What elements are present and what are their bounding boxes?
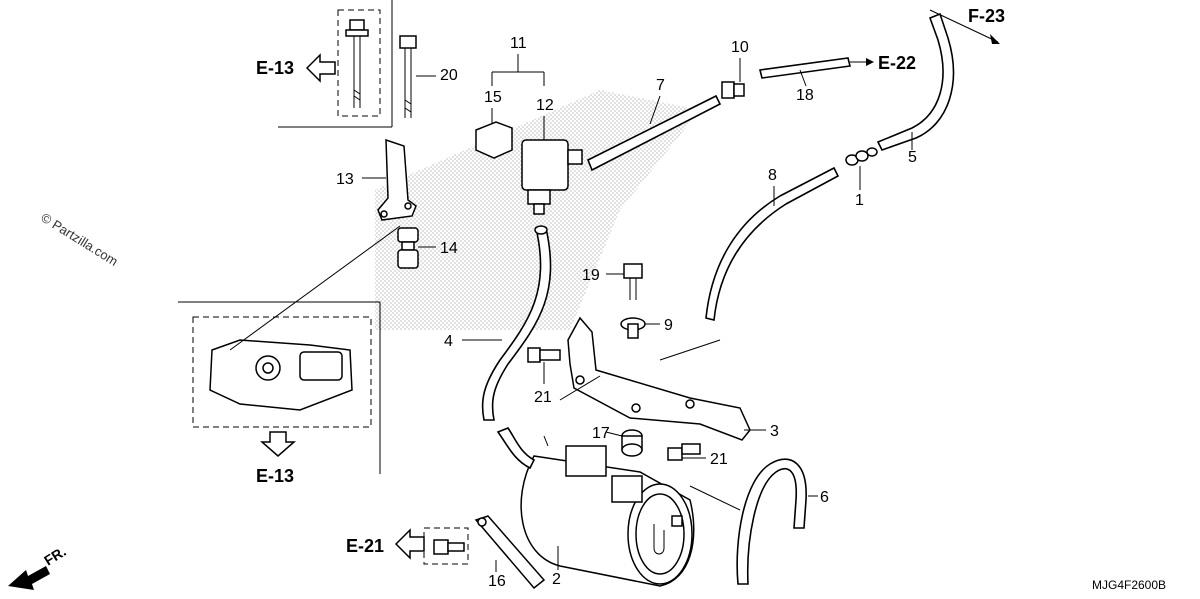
hose-5: 5 — [876, 12, 955, 166]
cap-15 — [475, 121, 513, 159]
watermark-text: © Partzilla.com — [38, 210, 120, 269]
label-group-11: 11 15 12 — [484, 35, 554, 140]
ref-e21: E-21 — [346, 536, 384, 556]
joint-1: 1 — [845, 147, 878, 209]
part-13-label: 13 — [336, 171, 354, 188]
ref-f23: F-23 — [968, 6, 1005, 26]
part-20-label: 20 — [440, 67, 458, 84]
part-8-label: 8 — [768, 167, 777, 184]
part-5-label: 5 — [908, 149, 917, 166]
part-3-label: 3 — [770, 423, 779, 440]
part-15-label: 15 — [484, 89, 502, 106]
canister-2: 2 — [496, 427, 695, 588]
bolt-21-left: 21 — [527, 347, 561, 406]
part-16-label: 16 — [488, 573, 506, 590]
front-direction-arrow: FR. — [8, 543, 69, 590]
bracket-16: 16 — [423, 515, 546, 590]
joint-10: 10 — [721, 39, 749, 99]
part-1-label: 1 — [855, 192, 864, 209]
collar-9: 9 — [620, 317, 673, 339]
part-21a-label: 21 — [534, 389, 552, 406]
e13-top-arrow: E-13 — [256, 53, 336, 83]
purge-valve-12 — [521, 139, 583, 215]
bolt-20: 20 — [399, 35, 458, 118]
hose-7: 7 — [586, 77, 722, 172]
hose-18: 18 E-22 — [759, 53, 916, 104]
inset-throttle-body — [178, 225, 401, 474]
part-11-label: 11 — [510, 35, 527, 52]
bolt-21-right: 21 — [667, 443, 728, 468]
part-14-label: 14 — [440, 240, 458, 257]
part-9-label: 9 — [664, 317, 673, 334]
inset-bolt-detail — [278, 0, 393, 128]
ref-e13-top: E-13 — [256, 58, 294, 78]
hose-6: 6 — [689, 458, 829, 585]
grommet-17: 17 — [592, 425, 643, 457]
stay-3: 3 — [559, 316, 779, 441]
part-19-label: 19 — [582, 267, 600, 284]
ref-e13-bottom: E-13 — [256, 466, 294, 486]
part-6-label: 6 — [820, 489, 829, 506]
part-10-label: 10 — [731, 39, 749, 56]
e13-bottom-arrow: E-13 — [256, 431, 296, 486]
part-12-label: 12 — [536, 97, 554, 114]
hose-8: 8 — [705, 166, 840, 321]
bracket-13: 13 — [336, 138, 417, 221]
f23-reference: F-23 — [929, 6, 1005, 44]
hose-4: 4 — [444, 225, 552, 421]
bolt-19: 19 — [582, 263, 643, 300]
part-18-label: 18 — [796, 87, 814, 104]
e21-arrow: E-21 — [346, 528, 425, 560]
ref-e22: E-22 — [878, 53, 916, 73]
part-7-label: 7 — [656, 77, 665, 94]
part-4-label: 4 — [444, 333, 453, 350]
diagram-code: MJG4F2600B — [1092, 578, 1166, 592]
grommet-14: 14 — [397, 227, 458, 269]
direction-label: FR. — [41, 543, 69, 569]
part-21b-label: 21 — [710, 451, 728, 468]
part-2-label: 2 — [552, 571, 561, 588]
part-17-label: 17 — [592, 425, 610, 442]
